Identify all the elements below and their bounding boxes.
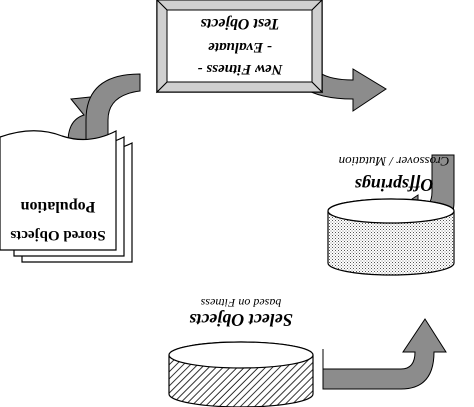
- arrow-offsprings-to-evaluate-head: [85, 73, 141, 158]
- select-title: Select Objects: [189, 310, 292, 330]
- population-stack: Population Stored Objects: [0, 130, 133, 263]
- evaluate-line2: - Evaluate: [208, 39, 272, 55]
- arrow-select-to-offsprings: [322, 318, 447, 390]
- offsprings-subtitle: Crossover / Mutation: [339, 154, 450, 169]
- population-title: Population: [21, 198, 96, 215]
- select-subtitle: based on Fitness: [200, 296, 281, 310]
- evaluate-line1: New Fitness -: [197, 61, 283, 77]
- offsprings-title: Offsprings: [355, 175, 434, 195]
- population-subtitle: Stored Objects: [10, 227, 105, 243]
- evaluate-line3: Test Objects: [201, 15, 280, 32]
- evaluate-box: New Fitness - - Evaluate Test Objects: [155, 0, 324, 94]
- offsprings-cylinder: Offsprings Crossover / Mutation: [327, 154, 455, 276]
- select-objects-cylinder: Select Objects based on Fitness: [168, 296, 314, 407]
